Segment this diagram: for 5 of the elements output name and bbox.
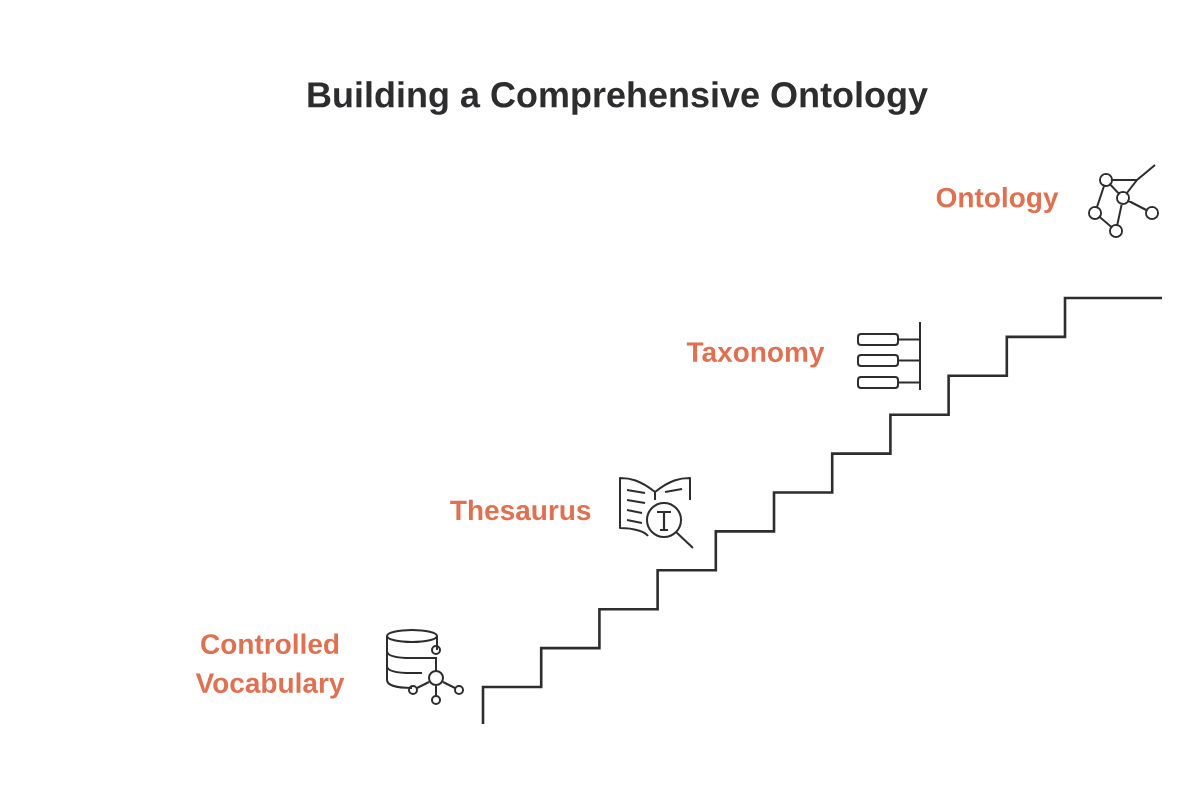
step-label: Ontology xyxy=(936,186,1059,214)
step-label: Thesaurus xyxy=(450,499,591,521)
step-label: Taxonomy xyxy=(686,342,825,368)
step-label: Controlled Vocabulary xyxy=(195,633,345,699)
title: Building a Comprehensive Ontology xyxy=(308,81,928,115)
